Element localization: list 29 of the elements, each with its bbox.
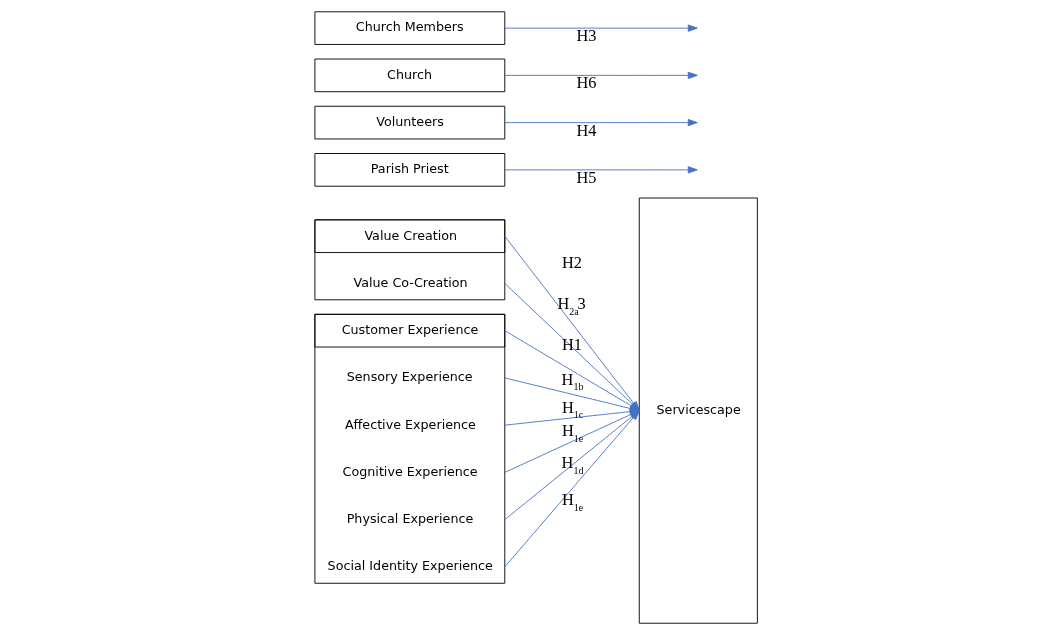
node-box: Value Creation (313, 219, 505, 253)
arrow (504, 166, 698, 174)
edge-label: H$_{1d}$ (561, 453, 583, 476)
node-text: Cognitive Experience (342, 463, 478, 479)
edge-label: H$_{1e}$ (561, 421, 583, 444)
edge-label: H3 (575, 26, 596, 46)
node-text: Social Identity Experience (327, 558, 493, 574)
node-box: Volunteers (313, 105, 505, 140)
node-text: Sensory Experience (346, 369, 473, 385)
edge-label: H$_{1e}$ (561, 490, 583, 513)
node-text: Affective Experience (344, 416, 476, 432)
edge-label: H6 (575, 73, 596, 93)
node-text: Value Co-Creation (353, 274, 468, 290)
edge-label: H2 (561, 253, 582, 273)
node-text: Physical Experience (346, 511, 473, 527)
edge-label: H4 (575, 120, 596, 140)
node-box: Parish Priest (313, 153, 505, 187)
edge-label: H1 (561, 335, 582, 355)
arrow (504, 24, 698, 32)
arrow (504, 71, 698, 79)
edge-label: H5 (575, 167, 596, 187)
node-box: Church (313, 58, 505, 93)
edge-label: H$_{1b}$ (561, 369, 583, 393)
edge-label: H$_{1c}$ (561, 397, 583, 421)
arrow (504, 119, 698, 127)
node-box: Church Members (313, 11, 505, 45)
node-box: Servicescape (638, 197, 758, 624)
node-box: Customer Experience (313, 313, 505, 348)
edge-label: H$_{2a}$3 (556, 294, 586, 317)
